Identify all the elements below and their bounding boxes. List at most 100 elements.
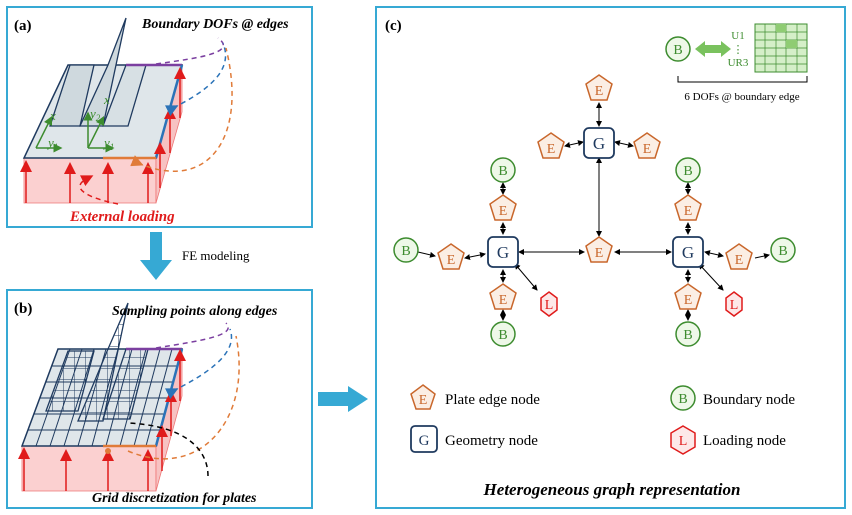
plate-edge-letter: E bbox=[735, 253, 744, 268]
panel-b-tag: (b) bbox=[14, 301, 32, 317]
down-arrow-icon bbox=[140, 232, 172, 280]
plate-edge-node bbox=[725, 243, 753, 270]
panel-a-title: Boundary DOFs @ edges bbox=[141, 17, 289, 32]
axis-y2-label: y2 bbox=[88, 106, 101, 123]
legend-geometry-symbol: G bbox=[419, 433, 430, 449]
pink-front-face-b bbox=[21, 445, 157, 492]
boundary-letter: B bbox=[683, 164, 692, 179]
dof-caption: 6 DOFs @ boundary edge bbox=[684, 91, 799, 103]
meshed-stiffener-2 bbox=[77, 302, 129, 422]
panel-b-figure: (b) Sampling points along edges Grid dis… bbox=[14, 301, 278, 506]
dashed-blue bbox=[164, 42, 227, 117]
panel-c-figure: (c) B U1 ⋮ UR3 6 DOFs @ boundary edge bbox=[385, 18, 808, 499]
geometry-node: G bbox=[583, 127, 615, 159]
dof-cell bbox=[786, 40, 797, 48]
dof-bracket bbox=[677, 76, 808, 83]
external-loading-label: External loading bbox=[69, 209, 175, 225]
plate-edge-node bbox=[437, 243, 465, 270]
plate-edge-letter: E bbox=[684, 204, 693, 219]
panel-b-title: Sampling points along edges bbox=[112, 304, 278, 319]
panel-a: x y1 y2 x y1 (a) Boundary DOFs @ edges E… bbox=[6, 6, 313, 228]
legend: E Plate edge node B Boundary node G Geom… bbox=[410, 384, 795, 455]
fe-modeling-label: FE modeling bbox=[182, 248, 250, 263]
axis-x-label: x bbox=[49, 108, 56, 123]
plate-edge-node bbox=[537, 132, 565, 159]
dashed-black-b bbox=[127, 422, 209, 477]
boundary-letter: B bbox=[683, 328, 692, 343]
boundary-node bbox=[393, 237, 419, 263]
dof-cell bbox=[776, 24, 786, 32]
axis-x2-label: x bbox=[103, 92, 110, 107]
boundary-node bbox=[490, 157, 516, 183]
dof-top-label: U1 bbox=[731, 30, 744, 42]
legend-boundary-label: Boundary node bbox=[703, 392, 795, 408]
loading-node bbox=[540, 291, 558, 317]
plate-edge-letter: E bbox=[447, 253, 456, 268]
stiffener-1 bbox=[49, 64, 95, 127]
svg-text:G: G bbox=[682, 243, 694, 262]
boundary-letter: B bbox=[778, 244, 787, 259]
meshed-stiffener-1 bbox=[45, 350, 95, 412]
geometry-node: G bbox=[487, 236, 519, 268]
panel-b-bottom-label: Grid discretization for plates bbox=[92, 491, 257, 506]
local-axes bbox=[35, 111, 115, 153]
svg-text:G: G bbox=[593, 134, 605, 153]
dashed-purple-b bbox=[155, 322, 229, 349]
plate-edge-node bbox=[489, 194, 517, 221]
stiffener-2 bbox=[78, 17, 127, 127]
right-arrow bbox=[318, 386, 368, 412]
boundary-letter: B bbox=[498, 164, 507, 179]
boundary-node bbox=[675, 157, 701, 183]
boundary-letter: B bbox=[498, 328, 507, 343]
panel-a-tag: (a) bbox=[14, 18, 32, 34]
boundary-node bbox=[675, 321, 701, 347]
geometry-node: G bbox=[672, 236, 704, 268]
legend-plate-edge-symbol: E bbox=[419, 393, 428, 408]
loading-letter: L bbox=[730, 298, 739, 313]
dof-dots-label: ⋮ bbox=[733, 44, 744, 56]
axis-y1b-label: y1 bbox=[102, 135, 114, 152]
panel-b: (b) Sampling points along edges Grid dis… bbox=[6, 289, 313, 509]
loading-letter: L bbox=[545, 298, 554, 313]
fe-modeling-arrow: FE modeling bbox=[140, 232, 250, 280]
plate-edge-letter: E bbox=[547, 142, 556, 157]
panel-c-tag: (c) bbox=[385, 18, 402, 34]
dof-boundary-letter: B bbox=[673, 43, 682, 58]
plate-edge-node bbox=[674, 194, 702, 221]
plate-edge-node bbox=[674, 283, 702, 310]
dof-box: B U1 ⋮ UR3 6 DOFs @ boundary edge bbox=[665, 23, 808, 103]
dashed-blue-b bbox=[164, 328, 233, 400]
boundary-node bbox=[490, 321, 516, 347]
legend-geometry-icon bbox=[410, 425, 438, 453]
panel-c-caption: Heterogeneous graph representation bbox=[483, 480, 741, 499]
legend-loading-label: Loading node bbox=[703, 433, 786, 449]
panel-c: (c) B U1 ⋮ UR3 6 DOFs @ boundary edge bbox=[375, 6, 846, 509]
plate-edge-letter: E bbox=[499, 204, 508, 219]
sampling-point bbox=[105, 448, 111, 454]
legend-loading-symbol: L bbox=[679, 434, 688, 449]
dof-boundary-node bbox=[665, 36, 691, 62]
load-arrows-b bbox=[18, 349, 186, 491]
dashed-purple bbox=[155, 37, 225, 65]
dashed-orange-b bbox=[127, 335, 240, 460]
legend-boundary-icon bbox=[670, 385, 696, 411]
plate-edge-letter: E bbox=[643, 142, 652, 157]
svg-text:G: G bbox=[497, 243, 509, 262]
graph-edges bbox=[417, 102, 770, 321]
axis-y1-label: y1 bbox=[46, 135, 58, 152]
legend-plate-edge-label: Plate edge node bbox=[445, 392, 540, 408]
plate-edge-letter: E bbox=[499, 293, 508, 308]
plate-edge-node bbox=[585, 236, 613, 263]
loading-node bbox=[725, 291, 743, 317]
panel-a-figure: x y1 y2 x y1 (a) Boundary DOFs @ edges E… bbox=[14, 17, 289, 225]
plate-edge-letter: E bbox=[595, 84, 604, 99]
legend-plate-edge-icon bbox=[410, 384, 436, 410]
plate-edge-node bbox=[585, 74, 613, 101]
legend-loading-icon bbox=[670, 425, 696, 455]
double-arrow-icon bbox=[695, 41, 731, 57]
load-arrows bbox=[20, 67, 186, 203]
plate-edge-node bbox=[489, 283, 517, 310]
plate-edge-node bbox=[633, 132, 661, 159]
legend-boundary-symbol: B bbox=[678, 392, 687, 407]
right-arrow-icon bbox=[318, 386, 368, 412]
